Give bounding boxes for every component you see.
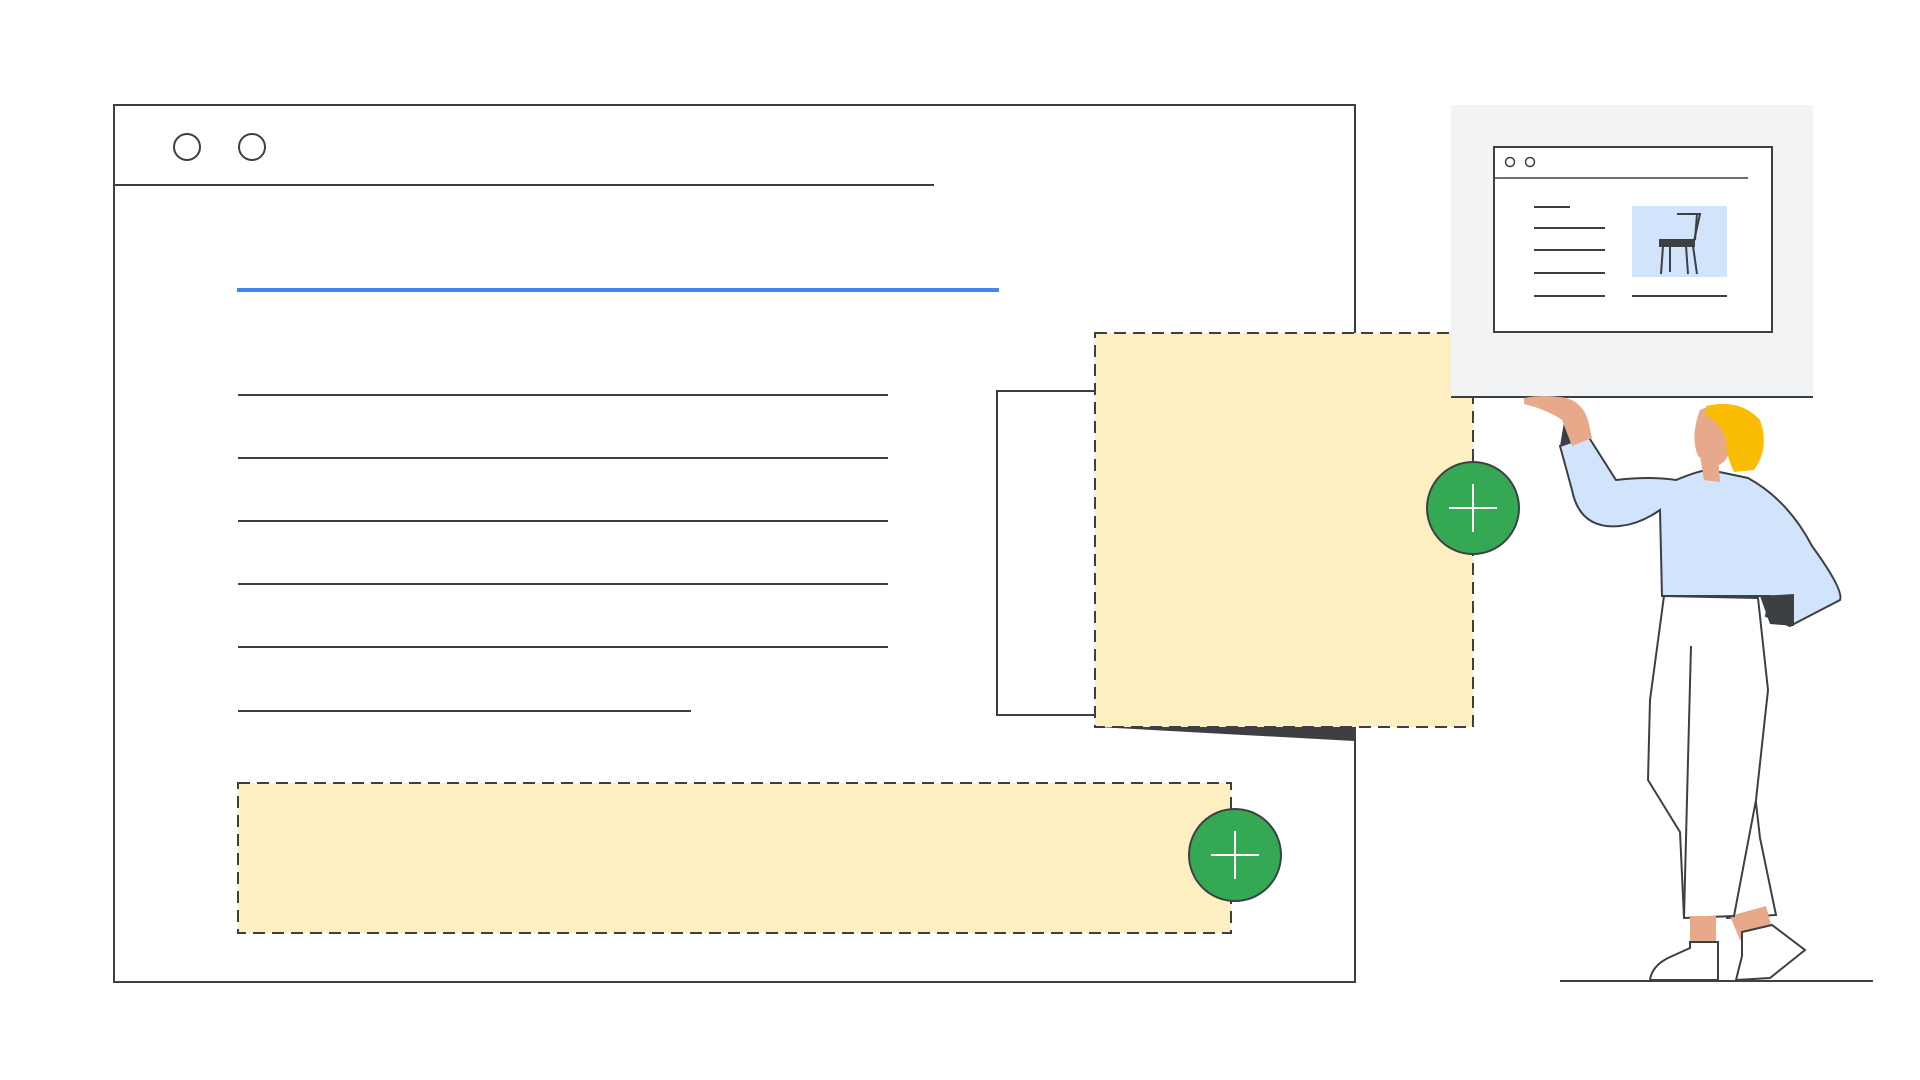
dragged-block-shadow xyxy=(1097,727,1354,741)
person-raised-hand xyxy=(1524,396,1592,446)
add-button-bottom[interactable] xyxy=(1188,808,1282,902)
plus-icon xyxy=(1211,831,1259,879)
window-dot-icon[interactable] xyxy=(238,133,266,161)
text-placeholder-lines xyxy=(238,394,888,712)
drop-zone-bottom[interactable] xyxy=(237,782,1232,934)
person-hair xyxy=(1706,403,1764,472)
person-illustration xyxy=(1524,396,1873,982)
window-dot-icon xyxy=(1524,156,1536,168)
dragged-block-card[interactable] xyxy=(1094,332,1474,728)
window-dot-icon[interactable] xyxy=(173,133,201,161)
mini-text-lines xyxy=(1534,206,1727,297)
person-back-shoe xyxy=(1734,923,1807,982)
person-front-ankle xyxy=(1690,916,1716,944)
dragged-block[interactable] xyxy=(1094,332,1520,741)
add-button-side[interactable] xyxy=(1426,461,1520,555)
person-pants-fold xyxy=(1683,645,1692,919)
chair-icon xyxy=(1659,213,1702,275)
preview-panel xyxy=(1451,105,1813,398)
image-slot-frame xyxy=(996,390,1108,716)
plus-icon xyxy=(1449,484,1497,532)
person-hand-hip xyxy=(1760,594,1794,626)
window-dot-icon xyxy=(1504,156,1516,168)
person-front-shoe xyxy=(1648,941,1719,981)
